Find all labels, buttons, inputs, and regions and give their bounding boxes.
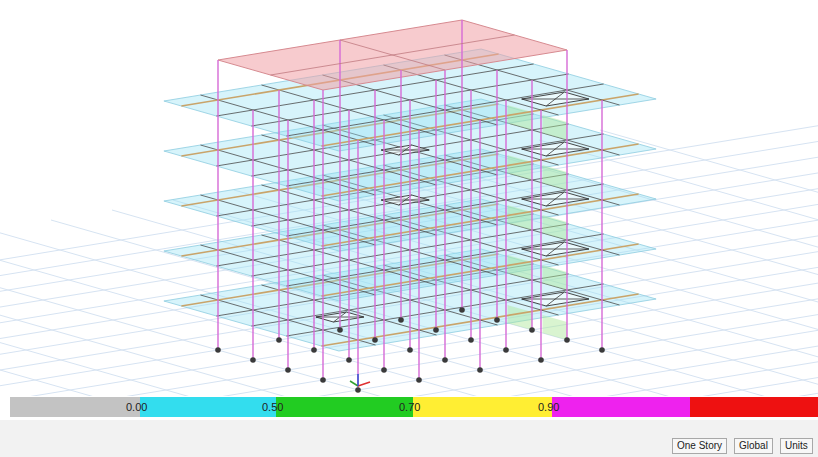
column	[566, 90, 567, 340]
support-point	[416, 377, 422, 383]
scale-segment	[140, 397, 276, 417]
column	[566, 50, 567, 90]
support-point	[599, 347, 605, 353]
column	[217, 60, 218, 100]
opening-cross	[381, 145, 429, 155]
support-point	[407, 347, 413, 353]
wall-panel	[508, 255, 533, 280]
scale-segment	[276, 397, 413, 417]
support-point	[215, 347, 221, 353]
column	[322, 90, 323, 130]
column	[461, 20, 462, 60]
wall-panel	[508, 205, 533, 230]
color-scale-bar	[0, 397, 818, 457]
wall-panel	[508, 305, 533, 330]
grid-line	[0, 110, 818, 370]
building-frame	[164, 20, 656, 393]
support-point	[250, 357, 256, 363]
column	[540, 110, 541, 360]
column	[444, 110, 445, 360]
scale-segment	[552, 397, 690, 417]
column	[505, 100, 506, 350]
support-point	[311, 347, 317, 353]
column	[322, 130, 323, 380]
column	[496, 70, 497, 320]
column	[374, 90, 375, 340]
wall-panel	[543, 115, 568, 140]
column	[531, 80, 532, 330]
column	[252, 110, 253, 360]
column	[461, 60, 462, 310]
dropdown-box: One Story	[672, 438, 727, 454]
axis-x	[358, 382, 370, 386]
ground-grid	[0, 110, 818, 396]
support-point	[285, 367, 291, 373]
support-point	[372, 337, 378, 343]
wall-panel	[508, 155, 533, 180]
wall-panel	[508, 105, 533, 130]
slab-opening	[381, 145, 429, 155]
column	[444, 70, 445, 110]
support-point	[529, 327, 535, 333]
column	[383, 120, 384, 370]
column	[400, 70, 401, 320]
opening-cross	[381, 195, 429, 205]
column	[287, 120, 288, 370]
support-point	[346, 357, 352, 363]
support-point	[459, 307, 465, 313]
support-point	[494, 317, 500, 323]
dropdown-box: Units	[780, 438, 813, 454]
support-point	[538, 357, 544, 363]
slab-opening	[381, 195, 429, 205]
roof-slab	[218, 20, 567, 90]
wall-panel	[543, 165, 568, 190]
grid-line	[0, 160, 818, 396]
support-point	[276, 337, 282, 343]
column	[339, 80, 340, 330]
support-point	[564, 337, 570, 343]
wall-panel	[543, 315, 568, 340]
roof-beam	[271, 35, 515, 75]
scale-segment	[413, 397, 552, 417]
status-strip	[0, 420, 818, 457]
column	[313, 100, 314, 350]
support-point	[503, 347, 509, 353]
scale-value: 0.00	[126, 401, 147, 414]
wall-panel	[543, 265, 568, 290]
wall-panel	[543, 215, 568, 240]
column	[601, 100, 602, 350]
axis-y	[350, 381, 358, 386]
column	[409, 100, 410, 350]
support-point	[398, 317, 404, 323]
column	[339, 40, 340, 80]
scale-value: 0.70	[399, 401, 420, 414]
axis-z	[357, 374, 359, 386]
support-point	[477, 367, 483, 373]
column	[479, 120, 480, 370]
column	[278, 90, 279, 340]
column	[217, 100, 218, 350]
support-point	[442, 357, 448, 363]
scale-value: 0.90	[538, 401, 559, 414]
support-point	[468, 337, 474, 343]
column	[418, 130, 419, 380]
column	[435, 80, 436, 330]
scale-segment	[690, 397, 818, 417]
dropdown-box: Global	[734, 438, 773, 454]
support-point	[337, 327, 343, 333]
column	[357, 140, 358, 390]
column	[470, 90, 471, 340]
scale-segment	[10, 397, 140, 417]
scale-value: 0.50	[262, 401, 283, 414]
column	[348, 110, 349, 360]
support-point	[381, 367, 387, 373]
support-point	[320, 377, 326, 383]
support-point	[355, 387, 361, 393]
support-point	[433, 327, 439, 333]
